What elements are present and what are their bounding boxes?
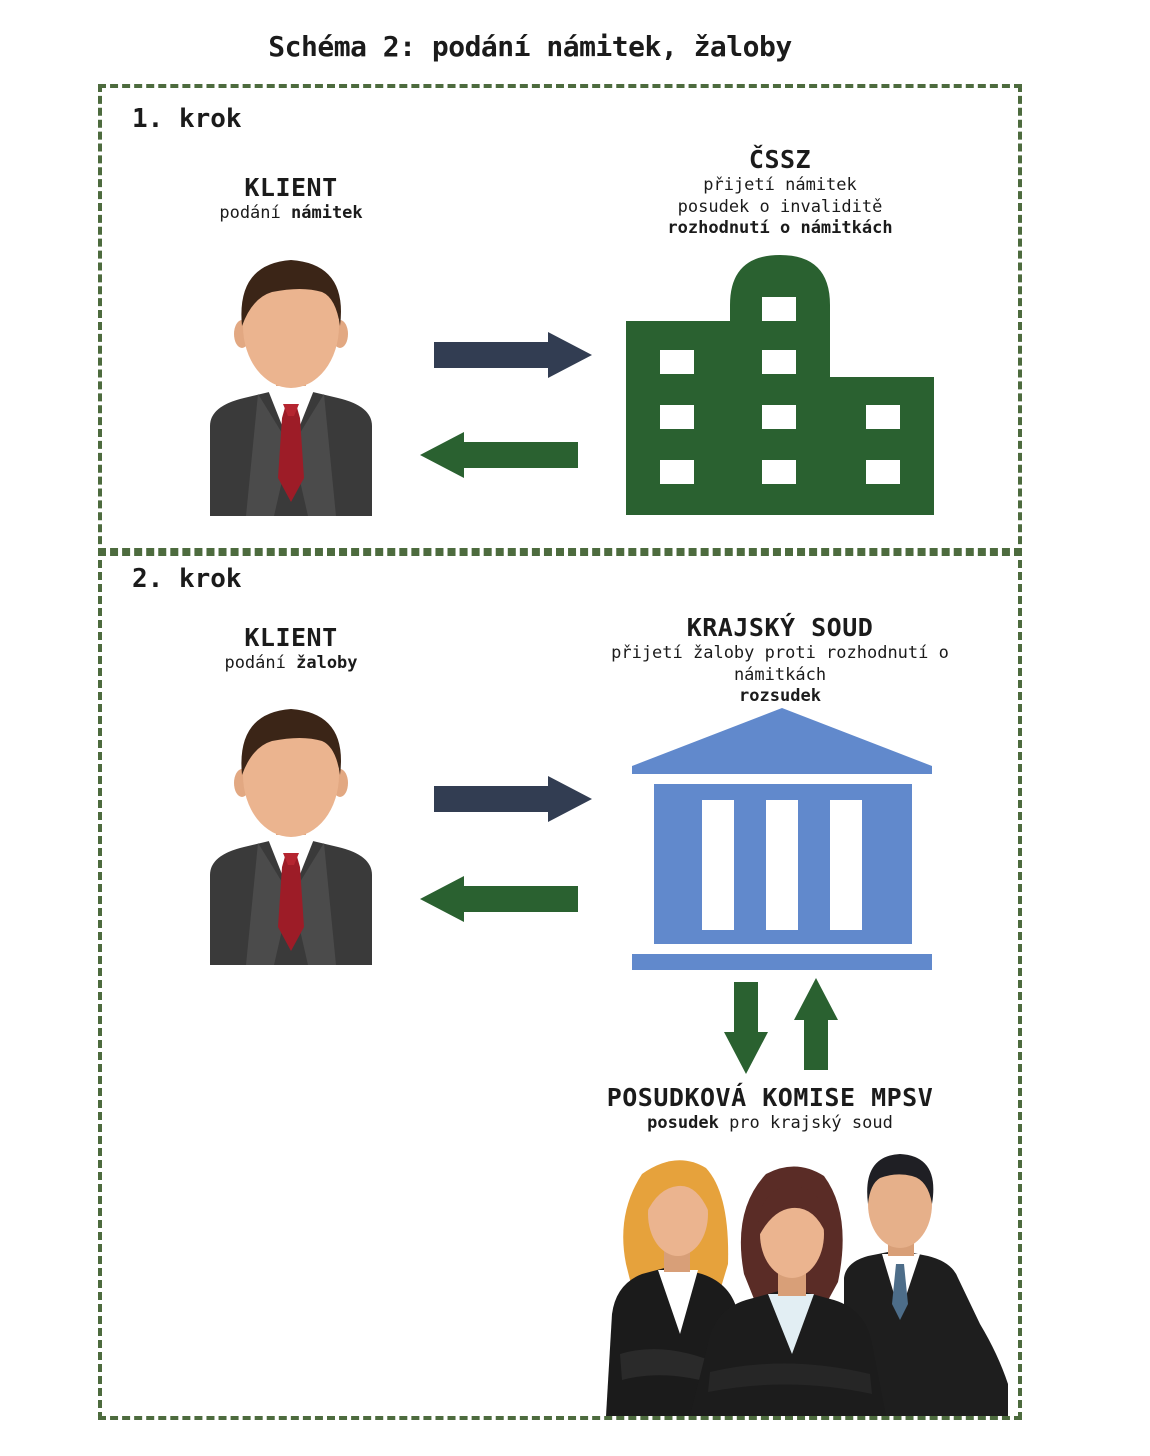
commission-subline: posudek pro krajský soud (647, 1113, 893, 1134)
cssz-line2: posudek o invaliditě (677, 196, 883, 217)
cssz-line3: rozhodnutí o námitkách (667, 217, 893, 238)
commission-brunette-woman-figure (690, 1166, 886, 1416)
commission-label: POSUDKOVÁ KOMISE MPSV posudek pro krajsk… (570, 1082, 970, 1135)
court-label: KRAJSKÝ SOUD přijetí žaloby proti rozhod… (580, 612, 980, 707)
client-heading: KLIENT (244, 623, 338, 652)
commission-people-icon (606, 1154, 1008, 1416)
step2-label: 2. krok (132, 564, 242, 594)
cssz-building-icon (626, 255, 934, 515)
step1-client-label: KLIENT podání námitek (191, 172, 391, 225)
diagram-title: Schéma 2: podání námitek, žaloby (268, 30, 792, 63)
arrow-right-to-cssz-icon (432, 332, 594, 378)
court-heading: KRAJSKÝ SOUD (686, 613, 874, 642)
client-subline: podání žaloby (224, 653, 358, 674)
client-subline: podání námitek (219, 203, 363, 224)
court-line2: rozsudek (739, 685, 821, 706)
court-line1: přijetí žaloby proti rozhodnutí o námitk… (611, 643, 949, 685)
step2-frame (98, 548, 1022, 1420)
commission-heading: POSUDKOVÁ KOMISE MPSV (606, 1083, 934, 1112)
court-building-icon (632, 708, 934, 972)
cssz-label: ČSSZ přijetí námitek posudek o invalidit… (620, 144, 940, 239)
arrow-left-to-client-icon (418, 876, 580, 922)
step1-frame (98, 84, 1022, 556)
arrow-down-to-commission-icon (724, 982, 768, 1074)
client-person-icon (206, 707, 376, 965)
step2-client-label: KLIENT podání žaloby (191, 622, 391, 675)
cssz-line1: přijetí námitek (703, 175, 857, 196)
cssz-heading: ČSSZ (748, 145, 812, 174)
client-person-icon (206, 258, 376, 516)
arrow-up-to-court-icon (794, 978, 838, 1070)
arrow-left-to-client-icon (418, 432, 580, 478)
arrow-right-to-court-icon (432, 776, 594, 822)
step1-label: 1. krok (132, 104, 242, 134)
commission-man-figure (844, 1154, 1008, 1416)
client-heading: KLIENT (244, 173, 338, 202)
